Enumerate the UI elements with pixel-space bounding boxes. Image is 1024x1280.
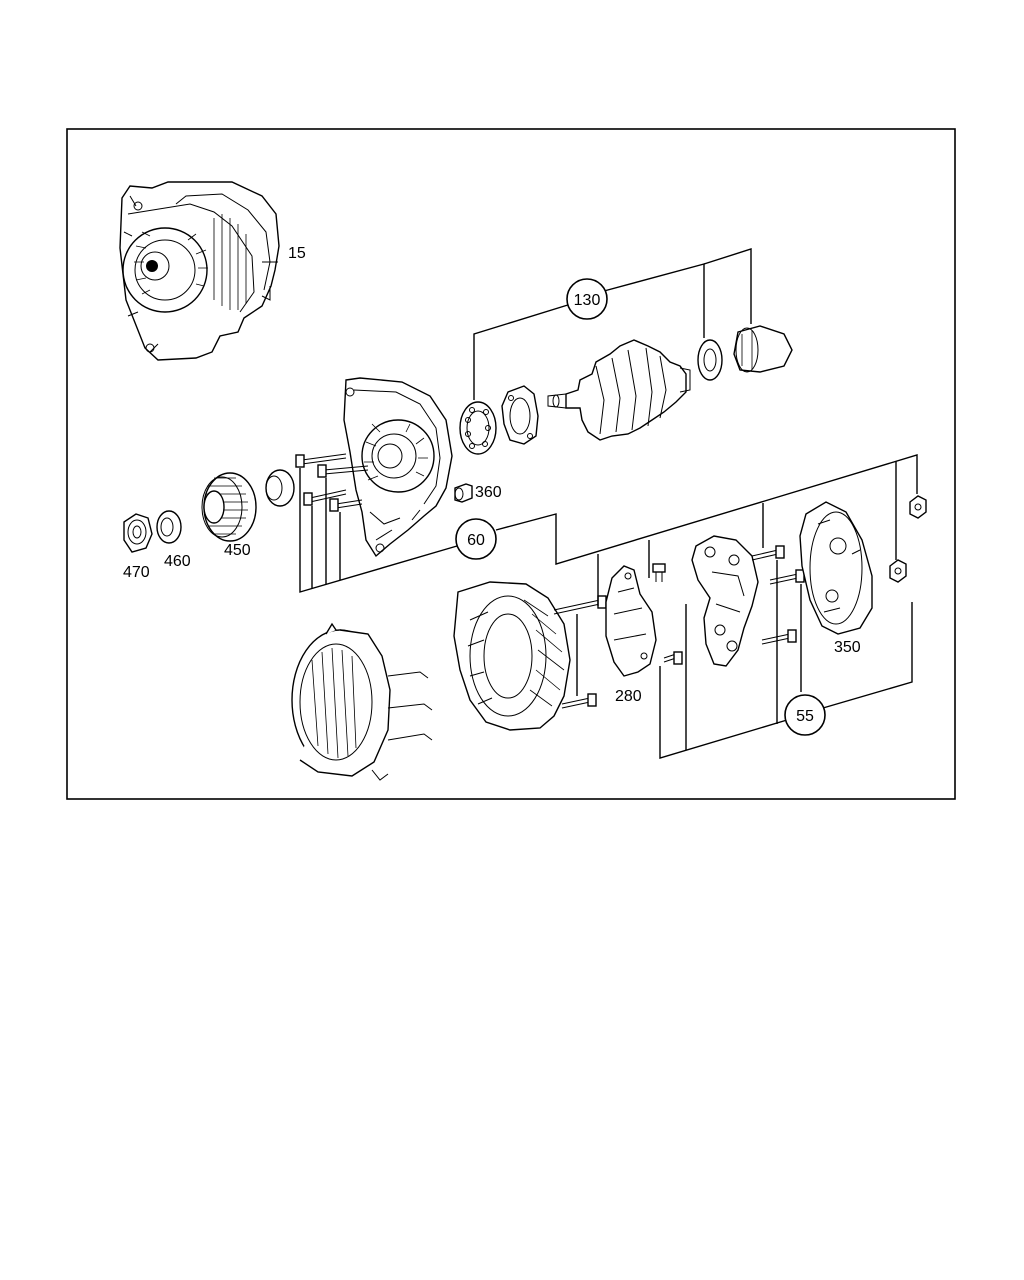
rectifier-screws[interactable] — [751, 545, 805, 645]
label-360: 360 — [475, 484, 502, 501]
voltage-regulator-280[interactable] — [605, 565, 657, 677]
washer-460[interactable] — [156, 510, 182, 544]
callout-130: 130 — [566, 278, 608, 320]
protective-cap-350[interactable] — [799, 501, 873, 635]
label-60: 60 — [467, 532, 485, 549]
leader-lines — [299, 248, 918, 759]
pulley-450[interactable] — [201, 472, 257, 542]
label-350: 350 — [834, 639, 861, 656]
screw-group-60[interactable] — [295, 453, 369, 512]
rectifier-bridge[interactable] — [691, 535, 759, 667]
label-15: 15 — [288, 245, 306, 262]
label-450: 450 — [224, 542, 251, 559]
bearing-retainer-plate[interactable] — [501, 385, 539, 445]
label-55: 55 — [796, 708, 814, 725]
callout-60: 60 — [455, 518, 497, 560]
callout-55: 55 — [784, 694, 826, 736]
regulator-screws[interactable] — [652, 563, 683, 665]
label-460: 460 — [164, 553, 191, 570]
alternator-assembly-15[interactable] — [119, 181, 280, 361]
slip-ring-bearing[interactable] — [697, 339, 723, 381]
slip-ring-cap[interactable] — [733, 325, 793, 373]
slip-ring-end-housing[interactable] — [453, 581, 571, 731]
label-470: 470 — [123, 564, 150, 581]
spacer-sleeve[interactable] — [265, 469, 295, 507]
cap-360[interactable] — [454, 483, 473, 503]
rotor[interactable] — [547, 339, 691, 441]
stator[interactable] — [291, 622, 433, 781]
label-130: 130 — [574, 292, 601, 309]
cap-nuts[interactable] — [889, 495, 927, 583]
label-280: 280 — [615, 688, 642, 705]
nut-470[interactable] — [123, 513, 153, 553]
drive-end-housing[interactable] — [343, 377, 453, 558]
ball-bearing[interactable] — [459, 401, 497, 455]
through-bolts[interactable] — [553, 595, 607, 709]
